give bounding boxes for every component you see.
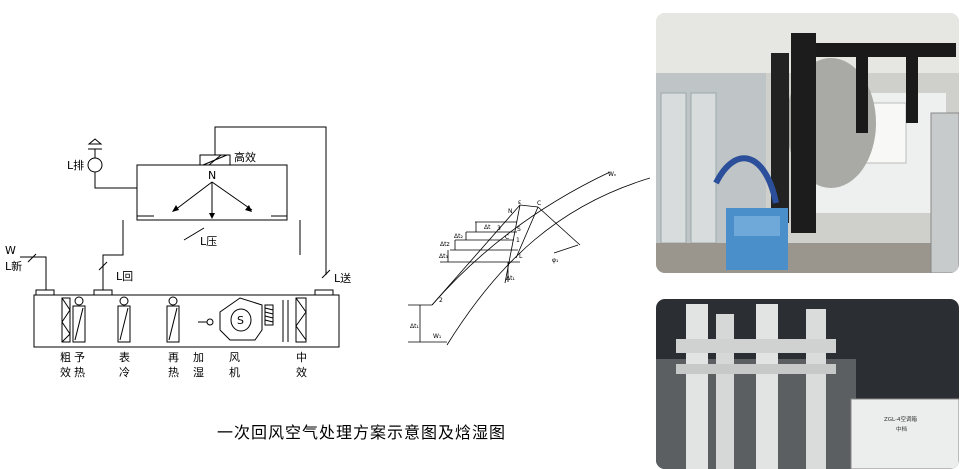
component-char: 中 <box>296 351 307 364</box>
photo-ahu-room <box>656 13 959 273</box>
psy-label-wn: Wₙ <box>608 171 617 178</box>
panel-sub-label: 中档 <box>896 425 908 433</box>
psy-label-e: ε <box>518 199 521 206</box>
panel-label: ZGL-4空调箱 <box>884 415 917 423</box>
fan-symbol-label: S <box>237 314 244 327</box>
component-char: 湿 <box>193 366 204 379</box>
psy-label-1: 1 <box>516 237 520 244</box>
psy-label-dt3: Δt₃ <box>439 253 448 260</box>
supply-air-label: L送 <box>334 271 351 285</box>
component-char: 机 <box>229 365 240 379</box>
psy-label-phi: φ₁ <box>552 257 559 264</box>
exhaust-air-label: L排 <box>67 158 84 172</box>
component-char: 加 <box>193 351 204 364</box>
psy-label-dt2: Δt₂ <box>454 233 463 240</box>
component-char: 冷 <box>119 366 130 379</box>
component-char: 热 <box>168 366 179 379</box>
high-efficiency-label: 高效 <box>234 150 256 164</box>
component-labels: 粗 效 予 热 表 冷 再 热 加 湿 风 机 中 效 <box>60 350 307 379</box>
psy-label-dt: Δt <box>484 224 491 231</box>
component-char: 风 <box>229 351 240 364</box>
photo-ahu-piping: ZGL-4空调箱 中档 <box>656 299 959 469</box>
component-char: 粗 <box>60 351 71 364</box>
psychrometric-chart <box>408 171 650 346</box>
psychro-labels: Wₙ N ε C 3 S C 1 L 2 W₁ Δt Δt₂ Δtz Δt₃ Δ… <box>410 171 617 340</box>
component-char: 热 <box>74 366 85 379</box>
psy-label-c-top: C <box>537 200 541 207</box>
psy-label-s: S <box>517 226 521 233</box>
component-char: 表 <box>119 350 130 364</box>
component-char: 再 <box>168 351 179 364</box>
pressure-air-label: L压 <box>200 235 217 248</box>
fresh-air-l-label: L新 <box>5 259 22 273</box>
return-air-label: L回 <box>116 270 133 283</box>
component-char: 效 <box>296 365 307 379</box>
component-char: 效 <box>60 365 71 379</box>
psy-label-l: L <box>519 253 523 260</box>
psy-label-dtl: Δt₁ <box>506 275 515 282</box>
psy-label-c: C <box>505 234 509 241</box>
component-char: 予 <box>74 351 85 364</box>
node-n-label: N <box>208 169 216 182</box>
psy-label-3: 3 <box>497 225 501 232</box>
schematic-diagram: 高效 N L排 L压 W L新 L回 L送 S 粗 效 予 热 表 冷 再 热 … <box>5 126 650 442</box>
diagram-caption: 一次回风空气处理方案示意图及焓湿图 <box>217 423 506 442</box>
psy-label-w: W₁ <box>433 333 442 340</box>
psy-label-n: N <box>508 208 513 215</box>
psy-label-2: 2 <box>439 297 443 304</box>
psy-label-dt1: Δt₁ <box>410 323 419 330</box>
fresh-air-w-label: W <box>5 244 16 257</box>
psy-label-dtz: Δtz <box>440 241 450 248</box>
